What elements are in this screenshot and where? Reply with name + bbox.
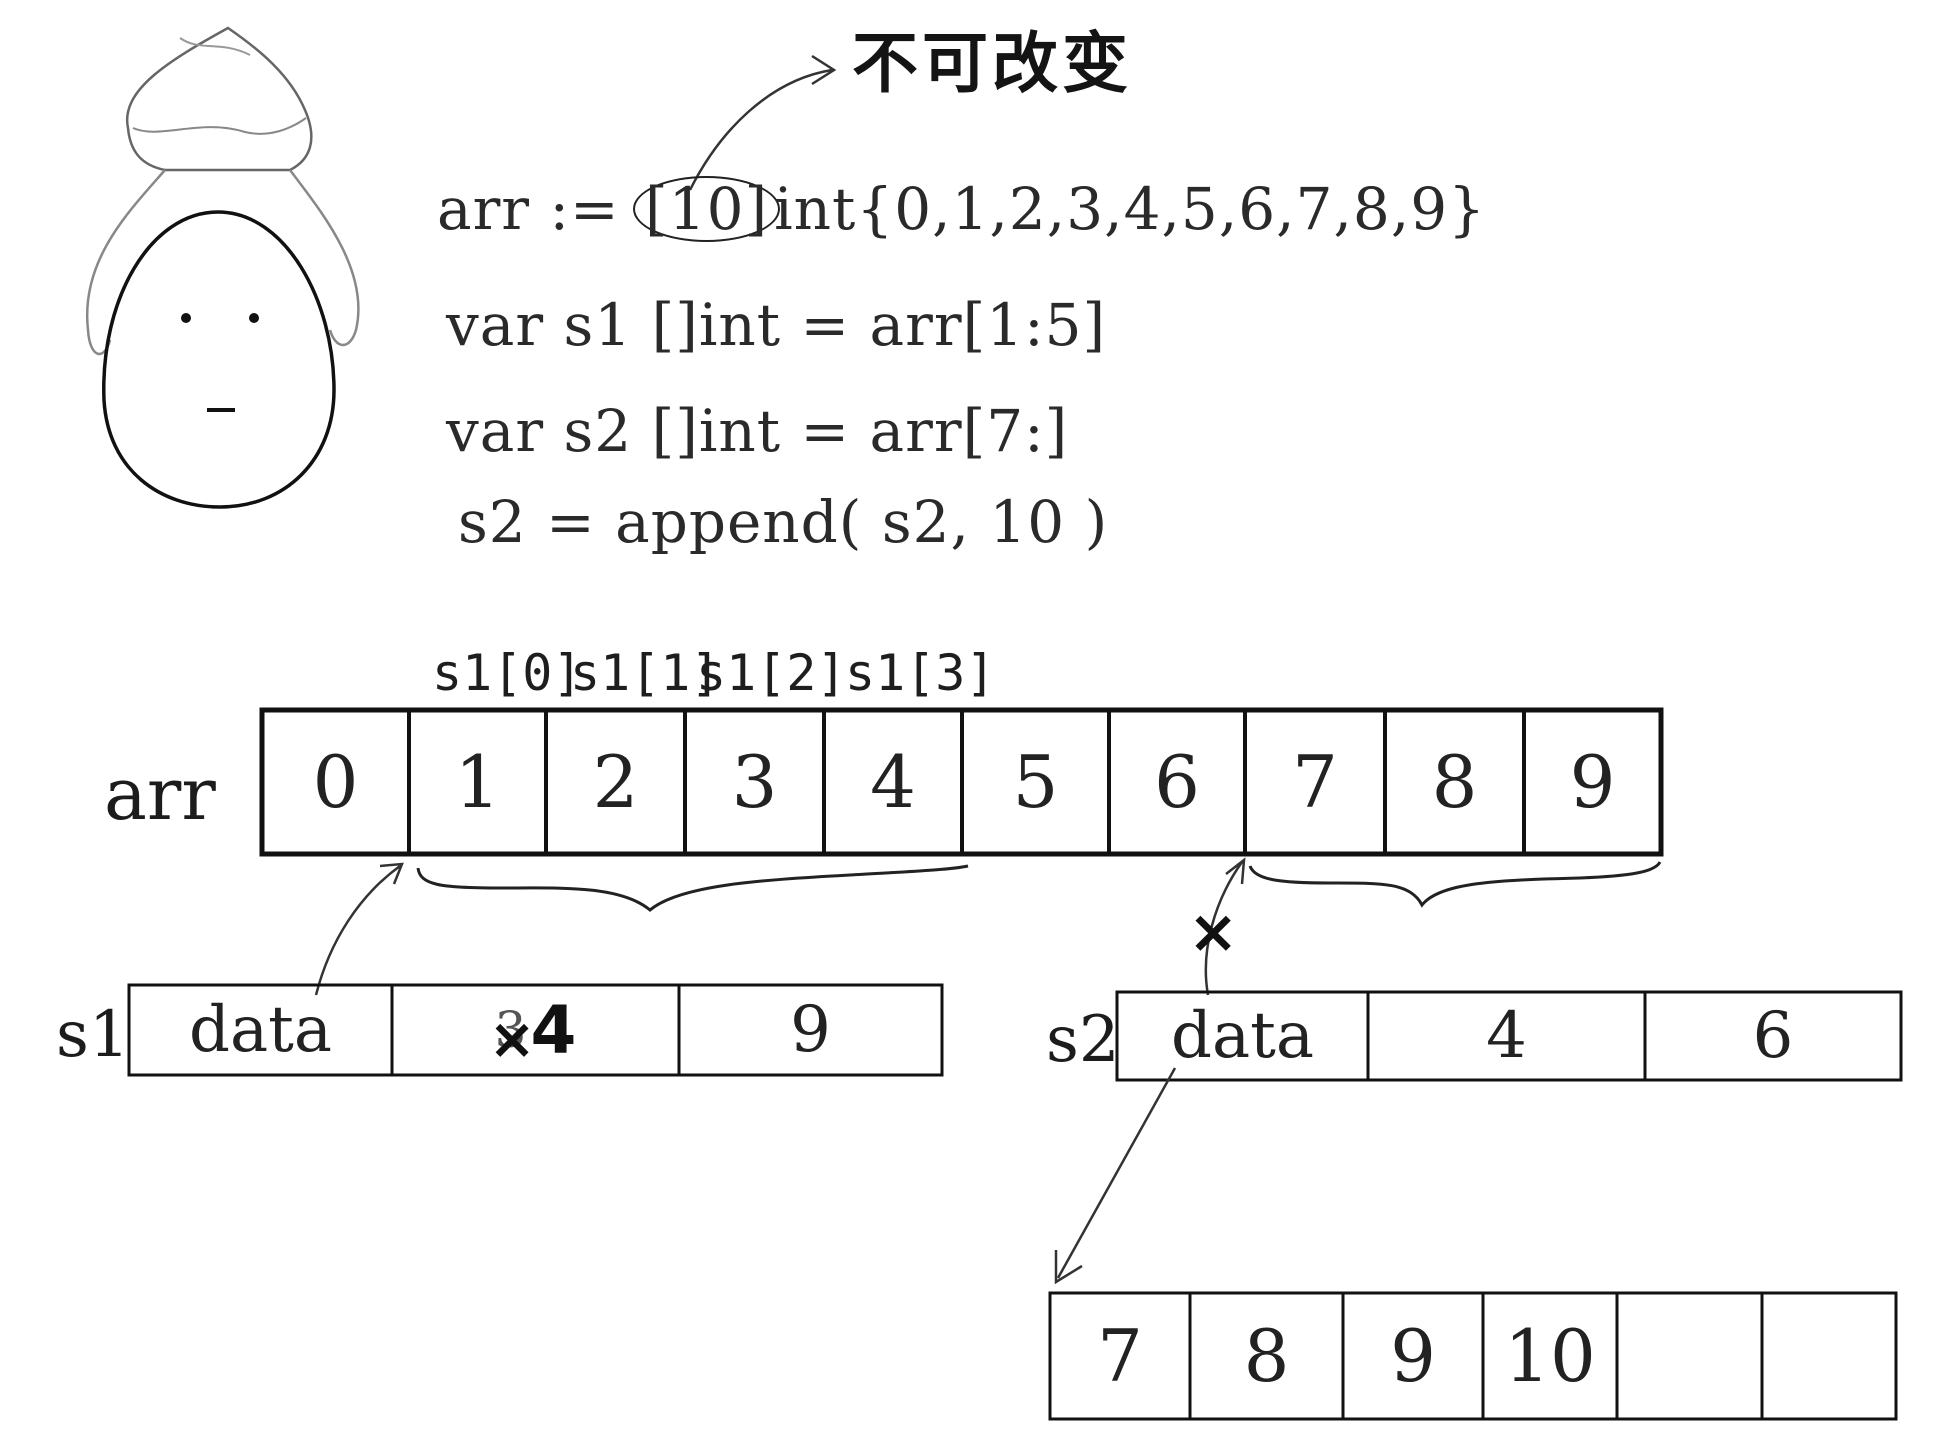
arr-cell: 2 <box>592 740 639 824</box>
arr-cell: 7 <box>1292 740 1338 824</box>
arr-cell: 6 <box>1154 740 1200 824</box>
egg-character-icon <box>85 26 360 509</box>
s1-len-old: 3 × <box>488 1001 536 1072</box>
strike-mark: × <box>488 1007 536 1072</box>
s1-index-label: s1[2] <box>696 644 847 702</box>
code-line-3: var s2 []int = arr[7:] <box>446 397 1069 465</box>
new-array-cell <box>1617 1293 1762 1419</box>
code-line-2: var s1 []int = arr[1:5] <box>446 291 1107 359</box>
arr-cell: 1 <box>454 740 501 824</box>
s2-len-cell: 4 <box>1486 999 1527 1073</box>
s2-cap-cell: 6 <box>1752 999 1794 1073</box>
arr-cell: 3 <box>731 740 778 824</box>
array-length-circle: [10] <box>633 176 781 242</box>
s1-len-new: 4 <box>530 991 577 1069</box>
s2-data-cell: data <box>1171 999 1314 1073</box>
new-array-cell: 8 <box>1243 1314 1290 1398</box>
s1-index-label: s1[3] <box>845 644 996 702</box>
arr-cell: 9 <box>1569 740 1616 824</box>
s1-label: s1 <box>56 998 130 1072</box>
code-line-1: arr := [10]int{0,1,2,3,4,5,6,7,8,9} <box>437 176 1486 242</box>
s1-len-cell: 3 × 4 <box>392 985 679 1075</box>
new-array-cell <box>1762 1293 1896 1419</box>
s1-frame <box>127 983 944 1077</box>
immutable-arrow <box>688 54 837 191</box>
s2-new-pointer-arrow <box>1054 1067 1177 1285</box>
s2-label: s2 <box>1046 1003 1120 1077</box>
s1-data-pointer-arrow <box>314 862 404 996</box>
immutable-title: 不可改变 <box>852 24 1132 102</box>
new-array-frame <box>1048 1291 1898 1421</box>
code-line-4: s2 = append( s2, 10 ) <box>458 488 1109 556</box>
s1-index-label: s1[1] <box>570 644 721 702</box>
new-array-cell: 10 <box>1504 1314 1596 1398</box>
new-array-cell: 7 <box>1097 1314 1143 1398</box>
code-line-1-suffix: int{0,1,2,3,4,5,6,7,8,9} <box>774 175 1487 243</box>
code-line-1-prefix: arr := <box>437 175 640 243</box>
s1-index-label: s1[0] <box>432 644 583 702</box>
s1-data-cell: data <box>189 993 332 1067</box>
arr-cell: 8 <box>1431 740 1478 824</box>
new-array-cell: 9 <box>1390 1314 1436 1398</box>
s1-brace <box>416 864 969 912</box>
arr-dividers <box>407 710 1526 854</box>
arr-cell: 5 <box>1012 740 1059 824</box>
arr-cell: 4 <box>870 740 916 824</box>
s2-frame <box>1115 990 1903 1082</box>
cross-mark: × <box>1188 897 1239 967</box>
s2-brace <box>1248 861 1662 908</box>
s1-cap-cell: 9 <box>790 993 831 1067</box>
s2-old-pointer-arrow <box>1204 857 1246 996</box>
arr-cell: 0 <box>312 740 359 824</box>
arr-label: arr <box>104 752 216 836</box>
